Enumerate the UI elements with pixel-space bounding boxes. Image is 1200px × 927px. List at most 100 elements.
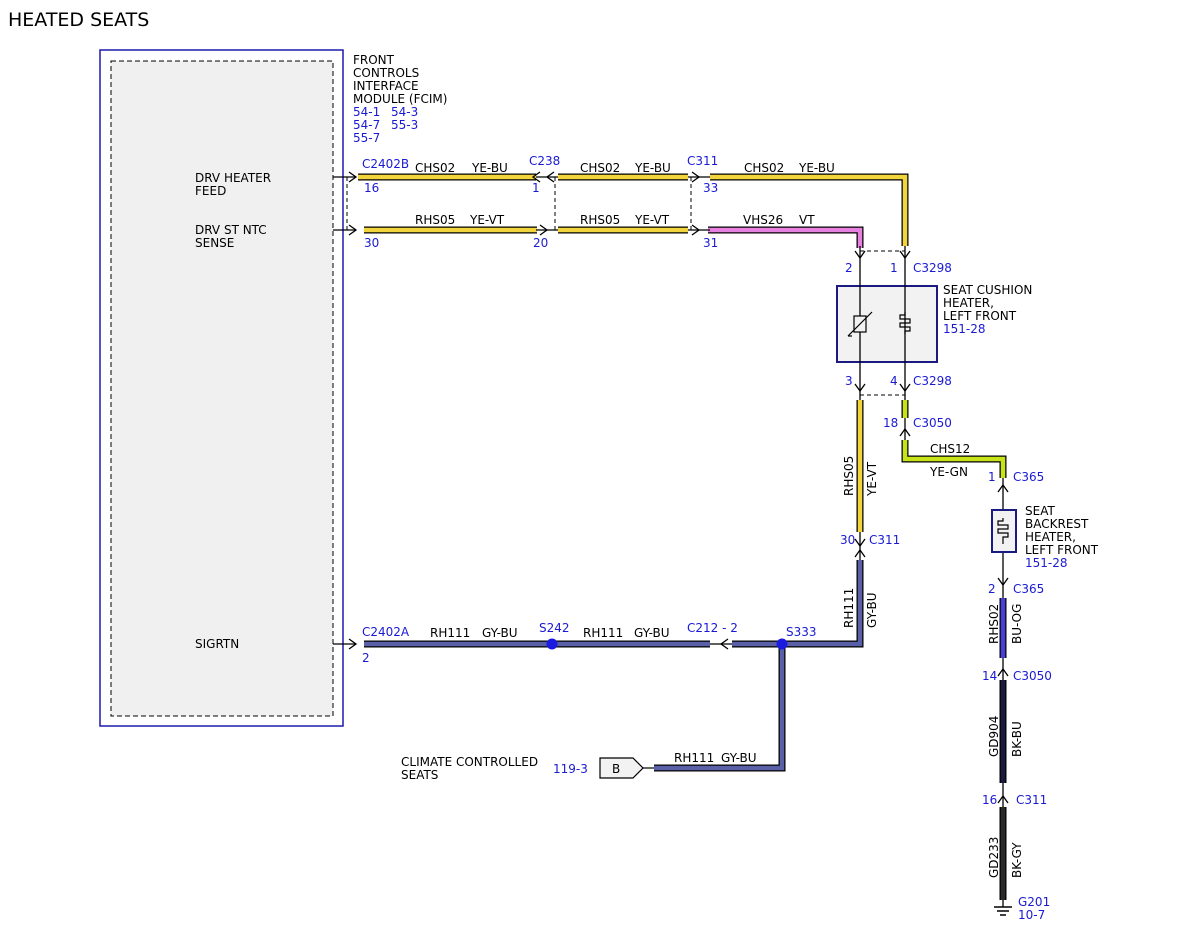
c365-a-label[interactable]: C365 — [1013, 470, 1044, 484]
wire-label-rhs05-vertical: RHS05 — [842, 456, 856, 496]
c3298-top-label[interactable]: C3298 — [913, 261, 952, 275]
wire-color-ye-vt-a: YE-VT — [469, 213, 505, 227]
seat-cushion-heater[interactable] — [836, 268, 938, 370]
arrow-c365-2 — [997, 575, 1009, 598]
arrow-c2402b-30 — [333, 224, 358, 236]
c238-label[interactable]: C238 — [529, 154, 560, 168]
c365-b-label[interactable]: C365 — [1013, 582, 1044, 596]
seat-backrest-label-3: HEATER, — [1025, 530, 1076, 544]
arrow-c3298-1 — [899, 246, 911, 268]
pin-sigrtn: SIGRTN — [195, 637, 239, 651]
arrow-c3298-3 — [854, 370, 866, 400]
climate-label-2: SEATS — [401, 768, 438, 782]
arrow-c311-30 — [854, 532, 866, 560]
wire-color-bk-gy: BK-GY — [1010, 842, 1024, 878]
arrow-c311-16 — [997, 783, 1009, 807]
wire-color-gy-bu-b: GY-BU — [634, 626, 670, 640]
module-ref-2[interactable]: 54-3 — [391, 105, 418, 119]
c3050-pin-14: 14 — [982, 669, 997, 683]
c238-pin-1: 1 — [532, 181, 540, 195]
pin-drv-heater-feed-line-1: DRV HEATER — [195, 171, 271, 185]
arrow-c238-1 — [531, 171, 558, 183]
wire-chs12-ye-gn[interactable] — [901, 400, 1007, 478]
splice-s333[interactable] — [776, 638, 788, 650]
ground-name[interactable]: G201 — [1018, 895, 1050, 909]
c2402a-label[interactable]: C2402A — [362, 625, 410, 639]
module-ref-4[interactable]: 55-3 — [391, 118, 418, 132]
wire-color-gy-bu-a: GY-BU — [482, 626, 518, 640]
arrow-c311-31 — [688, 224, 710, 236]
c212-label[interactable]: C212 - 2 — [687, 621, 738, 635]
c3298-pin-3: 3 — [845, 374, 853, 388]
wire-color-ye-bu-a: YE-BU — [471, 161, 508, 175]
arrow-c238-20 — [536, 224, 558, 236]
module-ref-1[interactable]: 54-1 — [353, 105, 380, 119]
seat-cushion-label-1: SEAT CUSHION — [943, 283, 1032, 297]
c3050-b-label[interactable]: C3050 — [1013, 669, 1052, 683]
c2402b-pin-30: 30 — [364, 236, 379, 250]
c311-top-label[interactable]: C311 — [687, 154, 718, 168]
seat-backrest-label-2: BACKREST — [1025, 517, 1089, 531]
module-name-line-2: CONTROLS — [353, 66, 419, 80]
wire-color-ye-bu-b: YE-BU — [634, 161, 671, 175]
c2402b-label[interactable]: C2402B — [362, 157, 409, 171]
s242-label[interactable]: S242 — [539, 621, 570, 635]
module-ref-3[interactable]: 54-7 — [353, 118, 380, 132]
c3298-bottom-label[interactable]: C3298 — [913, 374, 952, 388]
backrest-heater-element-icon — [997, 518, 1009, 544]
climate-offpage-connector[interactable]: B — [599, 757, 654, 779]
c311-pin-31: 31 — [703, 236, 718, 250]
c238-pin-20: 20 — [533, 236, 548, 250]
fcim-module-body — [110, 60, 334, 717]
arrow-c2402b-16 — [333, 171, 358, 183]
wire-color-vt: VT — [799, 213, 815, 227]
seat-cushion-label-3: LEFT FRONT — [943, 309, 1017, 323]
climate-ref[interactable]: 119-3 — [553, 762, 588, 776]
arrow-c3050-14 — [997, 658, 1009, 680]
module-name-line-1: FRONT — [353, 53, 395, 67]
wire-label-rh111-a: RH111 — [430, 626, 470, 640]
seat-backrest-heater[interactable] — [991, 500, 1017, 575]
c365-pin-1: 1 — [988, 470, 996, 484]
wire-vhs26-vt[interactable] — [708, 226, 864, 248]
module-name-line-4: MODULE (FCIM) — [353, 92, 447, 106]
c3050-a-label[interactable]: C3050 — [913, 416, 952, 430]
module-ref-5[interactable]: 55-7 — [353, 131, 380, 145]
wire-label-chs02-c: CHS02 — [744, 161, 784, 175]
wire-color-ye-vt-b: YE-VT — [634, 213, 670, 227]
pin-drv-st-ntc-line-2: SENSE — [195, 236, 234, 250]
wire-label-gd233: GD233 — [987, 837, 1001, 878]
wire-label-rh111-vertical: RH111 — [842, 588, 856, 628]
s333-label[interactable]: S333 — [786, 625, 817, 639]
wire-rh111-gy-bu[interactable] — [364, 560, 864, 772]
c2402a-pin-2: 2 — [362, 651, 370, 665]
c3298-pin-1: 1 — [890, 261, 898, 275]
wire-label-gd904: GD904 — [987, 716, 1001, 757]
wire-label-chs02-b: CHS02 — [580, 161, 620, 175]
seat-cushion-ref[interactable]: 151-28 — [943, 322, 986, 336]
wire-label-rh111-b: RH111 — [583, 626, 623, 640]
wire-label-rhs05-b: RHS05 — [580, 213, 620, 227]
c311-pin-33: 33 — [703, 181, 718, 195]
seat-backrest-ref[interactable]: 151-28 — [1025, 556, 1068, 570]
c311-mid-label[interactable]: C311 — [869, 533, 900, 547]
wire-chs02-ye-bu[interactable] — [358, 173, 909, 246]
c3298-pin-4: 4 — [890, 374, 898, 388]
wire-label-rhs02: RHS02 — [987, 604, 1001, 644]
arrow-c2402a-2 — [333, 638, 358, 650]
splice-s242[interactable] — [546, 638, 558, 650]
wire-label-chs02-a: CHS02 — [415, 161, 455, 175]
c311-b-label[interactable]: C311 — [1016, 793, 1047, 807]
climate-tag: B — [612, 762, 620, 776]
pin-drv-heater-feed-line-2: FEED — [195, 184, 226, 198]
wire-label-vhs26: VHS26 — [743, 213, 783, 227]
climate-label-1: CLIMATE CONTROLLED — [401, 755, 538, 769]
pin-drv-st-ntc-line-1: DRV ST NTC — [195, 223, 267, 237]
ground-ref[interactable]: 10-7 — [1018, 908, 1045, 922]
seat-backrest-label-4: LEFT FRONT — [1025, 543, 1099, 557]
c311-pin-30: 30 — [840, 533, 855, 547]
module-name-line-3: INTERFACE — [353, 79, 419, 93]
ground-icon — [994, 900, 1012, 916]
arrow-c311-33 — [688, 171, 710, 183]
wire-label-rhs05-a: RHS05 — [415, 213, 455, 227]
